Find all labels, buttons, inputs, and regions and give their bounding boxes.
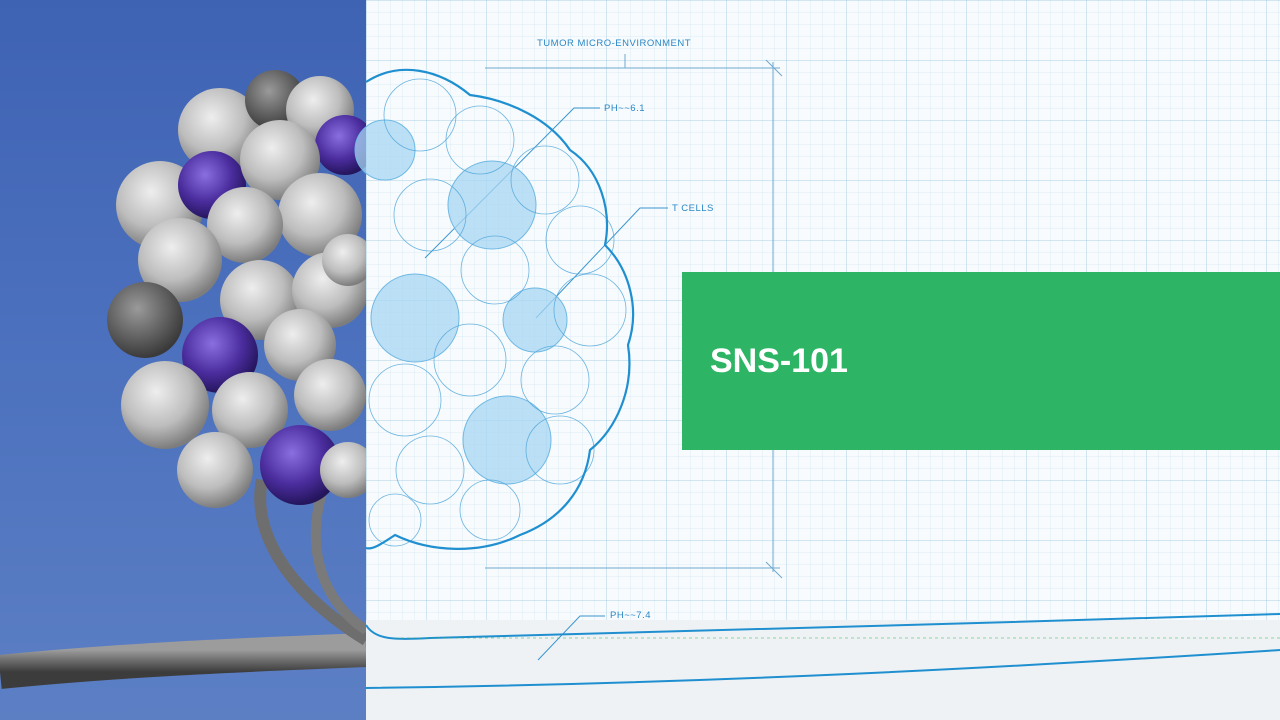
label-ph-normal: PH~~7.4 <box>610 610 651 621</box>
label-t-cells: T CELLS <box>672 203 714 214</box>
tumor-render-panel <box>0 0 366 720</box>
title-banner: SNS-101 <box>682 272 1280 450</box>
bottom-band <box>366 620 1280 720</box>
label-ph-tumor: PH~~6.1 <box>604 103 645 114</box>
tumor-cluster-illustration <box>0 70 366 689</box>
slide-title: SNS-101 <box>710 342 848 380</box>
label-tumor-micro-environment: TUMOR MICRO-ENVIRONMENT <box>537 38 691 49</box>
